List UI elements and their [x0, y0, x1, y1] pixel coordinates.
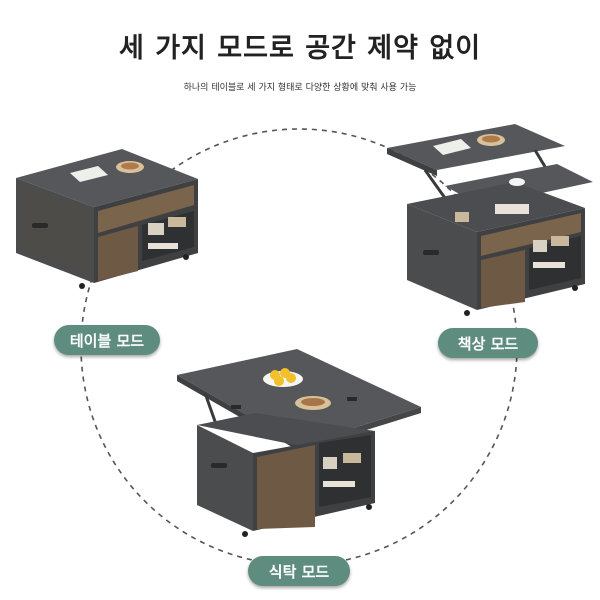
page-subtitle: 하나의 테이블로 세 가지 형태로 다양한 상황에 맞춰 사용 가능	[183, 83, 417, 93]
table-mode-label: 테이블 모드	[54, 325, 160, 355]
table-mode-label-text: 테이블 모드	[69, 331, 145, 350]
table-mode-image	[16, 149, 198, 289]
dining-mode-label-text: 식탁 모드	[268, 562, 330, 581]
dining-mode-label: 식탁 모드	[248, 556, 350, 586]
desk-mode-label: 책상 모드	[438, 328, 538, 358]
page-title: 세 가지 모드로 공간 제약 없이	[118, 33, 482, 64]
desk-mode-image	[387, 124, 593, 316]
desk-mode-label-text: 책상 모드	[457, 334, 519, 353]
dining-mode-image	[177, 349, 421, 537]
